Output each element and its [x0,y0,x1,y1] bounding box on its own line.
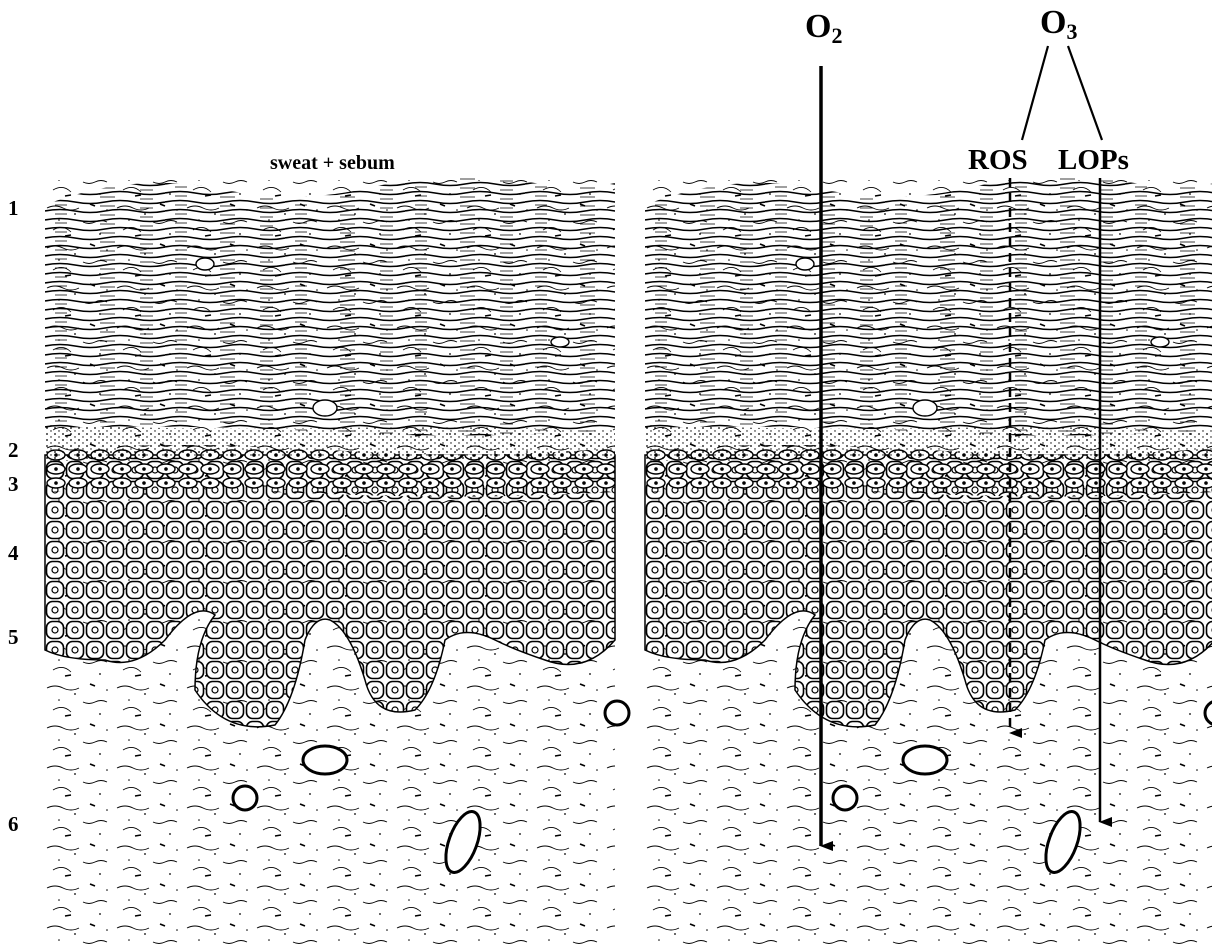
layer-number-6: 6 [8,814,19,835]
sweat-sebum-label: sweat + sebum [270,153,395,173]
ros-label: ROS [968,146,1028,175]
layer-number-5: 5 [8,627,19,648]
layer-number-3: 3 [8,474,19,495]
lops-label: LOPs [1058,146,1129,175]
o2-subscript: 2 [831,23,842,48]
o2-base: O [805,8,831,45]
layer-number-2: 2 [8,440,19,461]
layer-number-4: 4 [8,543,19,564]
o3-label: O3 [1040,6,1077,43]
right-skin-panel [645,178,1212,945]
o3-subscript: 3 [1066,19,1077,44]
left-skin-panel [45,178,629,945]
o3-split-right-line [1068,46,1102,140]
o3-base: O [1040,4,1066,41]
layer-number-1: 1 [8,198,19,219]
o3-split-left-line [1022,46,1048,140]
o2-label: O2 [805,10,842,47]
